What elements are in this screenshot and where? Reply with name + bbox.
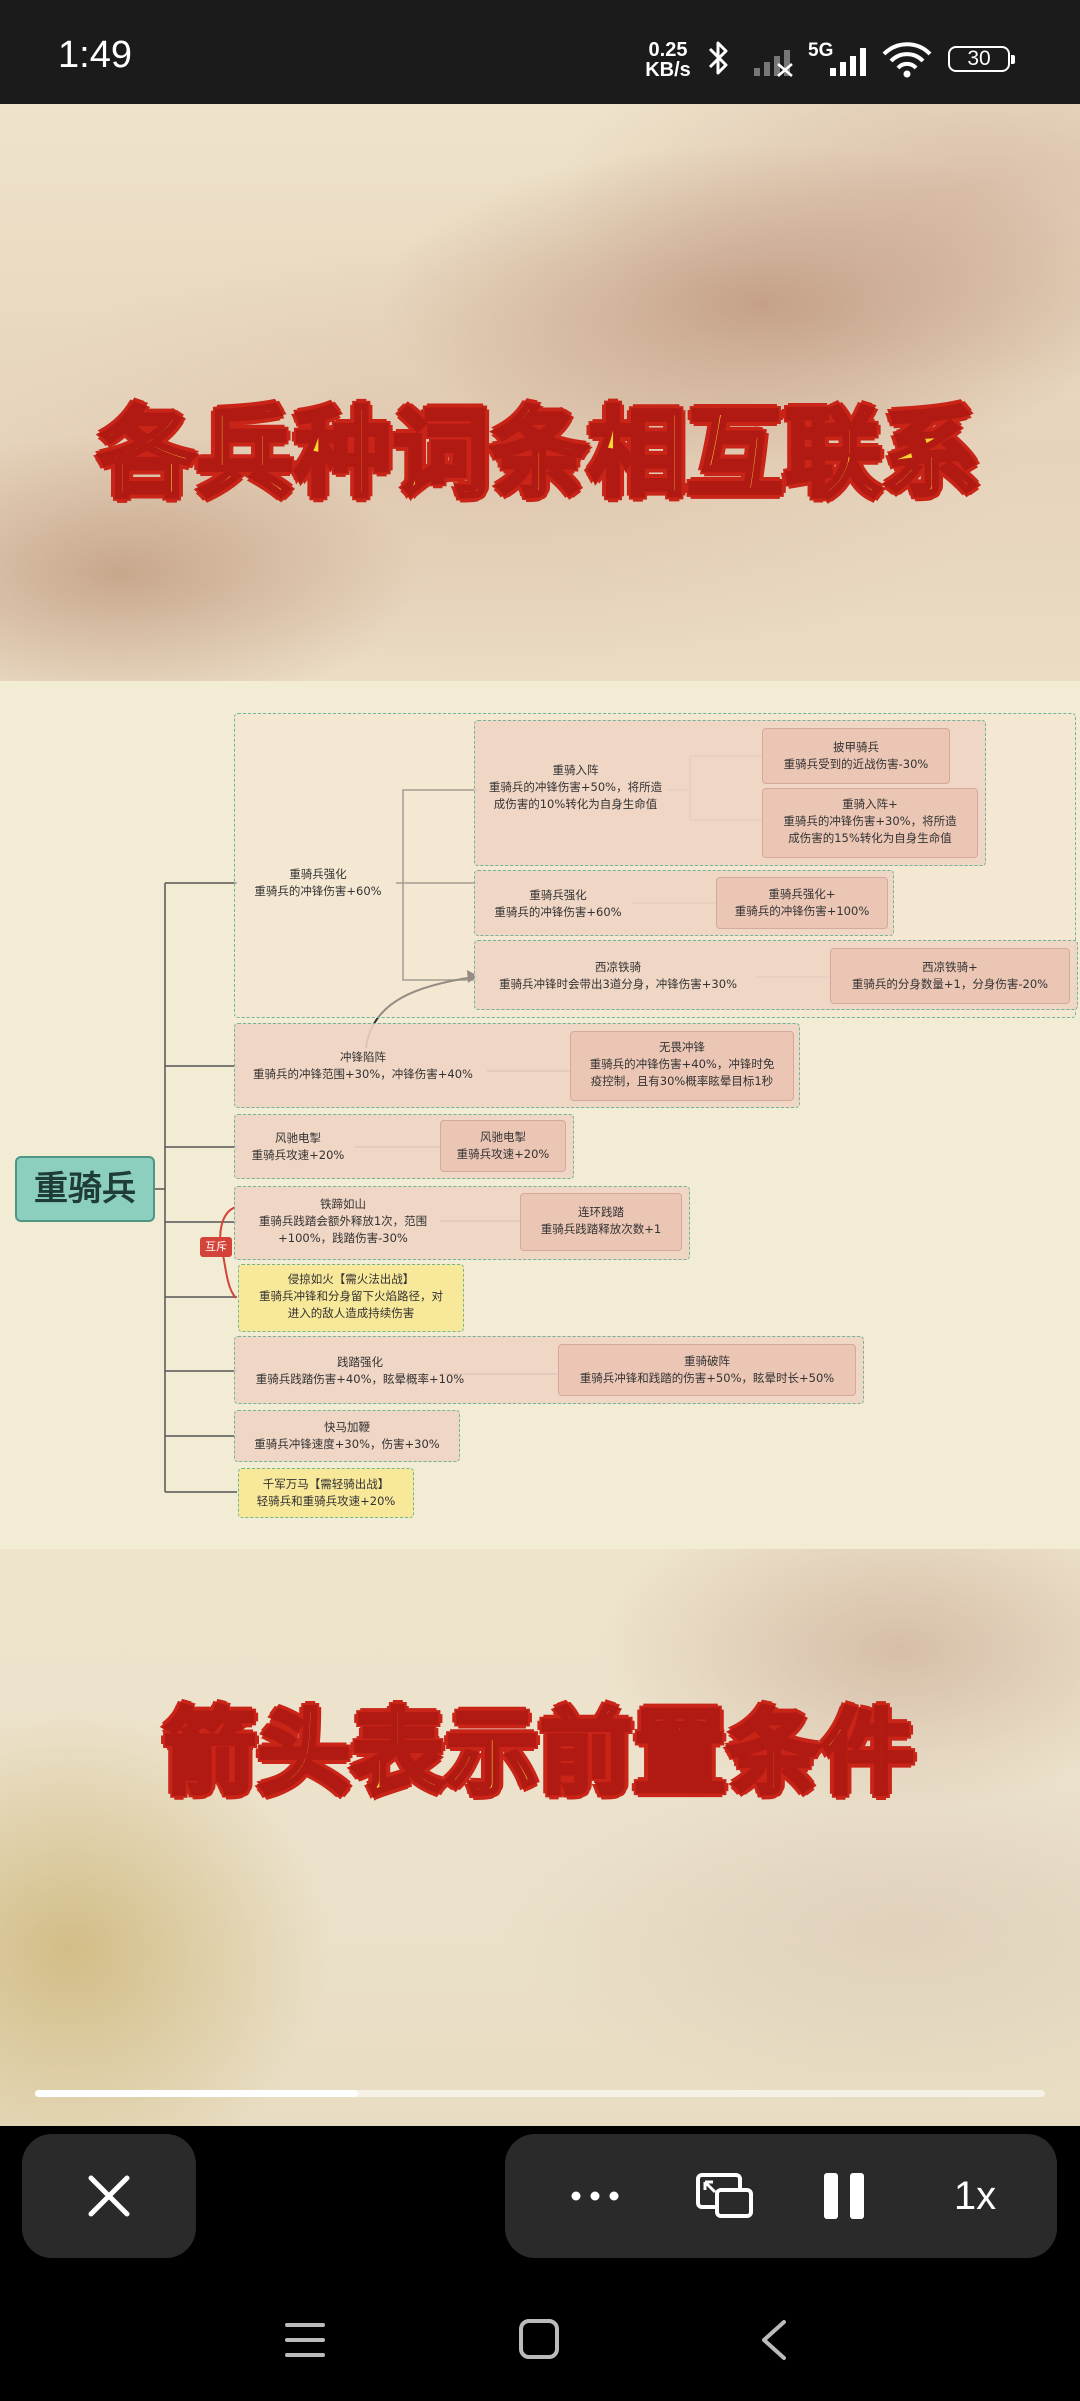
more-button[interactable] bbox=[545, 2134, 645, 2258]
network-speed-value: 0.25 bbox=[648, 39, 688, 61]
mind-map-diagram bbox=[0, 681, 1080, 1549]
more-icon bbox=[571, 2191, 619, 2201]
network-speed: 0.25 KB/s bbox=[640, 40, 696, 80]
player-controls: 1x bbox=[0, 2126, 1080, 2276]
playback-speed-label: 1x bbox=[953, 2173, 997, 2218]
pause-button[interactable] bbox=[795, 2134, 895, 2258]
playback-speed-button[interactable]: 1x bbox=[925, 2134, 1025, 2258]
signal-5g-icon bbox=[830, 48, 866, 76]
video-title-bottom: 箭头表示前置条件 bbox=[162, 1698, 916, 1809]
close-button[interactable] bbox=[22, 2134, 196, 2258]
back-icon[interactable] bbox=[756, 2318, 792, 2362]
video-title-top: 各兵种词条相互联系 bbox=[97, 396, 981, 512]
signal-off-icon bbox=[754, 50, 793, 77]
menu-icon[interactable] bbox=[284, 2320, 326, 2360]
status-time: 1:49 bbox=[58, 34, 132, 76]
bluetooth-icon bbox=[708, 41, 728, 75]
picture-in-picture-icon bbox=[696, 2173, 753, 2218]
close-icon bbox=[88, 2175, 130, 2217]
blurred-background-bottom bbox=[0, 1549, 1080, 2126]
home-icon[interactable] bbox=[518, 2318, 560, 2360]
picture-in-picture-button[interactable] bbox=[675, 2134, 775, 2258]
network-speed-unit: KB/s bbox=[645, 59, 691, 81]
wifi-icon bbox=[882, 42, 932, 78]
blurred-background-top bbox=[0, 104, 1080, 682]
status-bar: 1:49 0.25 KB/s 5G 30 bbox=[0, 0, 1080, 104]
battery-icon: 30 bbox=[948, 46, 1015, 72]
playback-controls: 1x bbox=[505, 2134, 1057, 2258]
video-progress-fill bbox=[35, 2090, 359, 2097]
video-progress-bar[interactable] bbox=[35, 2090, 1045, 2097]
system-navigation-bar bbox=[0, 2276, 1080, 2401]
pause-icon bbox=[824, 2173, 864, 2219]
network-type: 5G bbox=[808, 40, 834, 61]
video-player[interactable]: 各兵种词条相互联系 箭头表示前置条件 bbox=[0, 104, 1080, 2126]
